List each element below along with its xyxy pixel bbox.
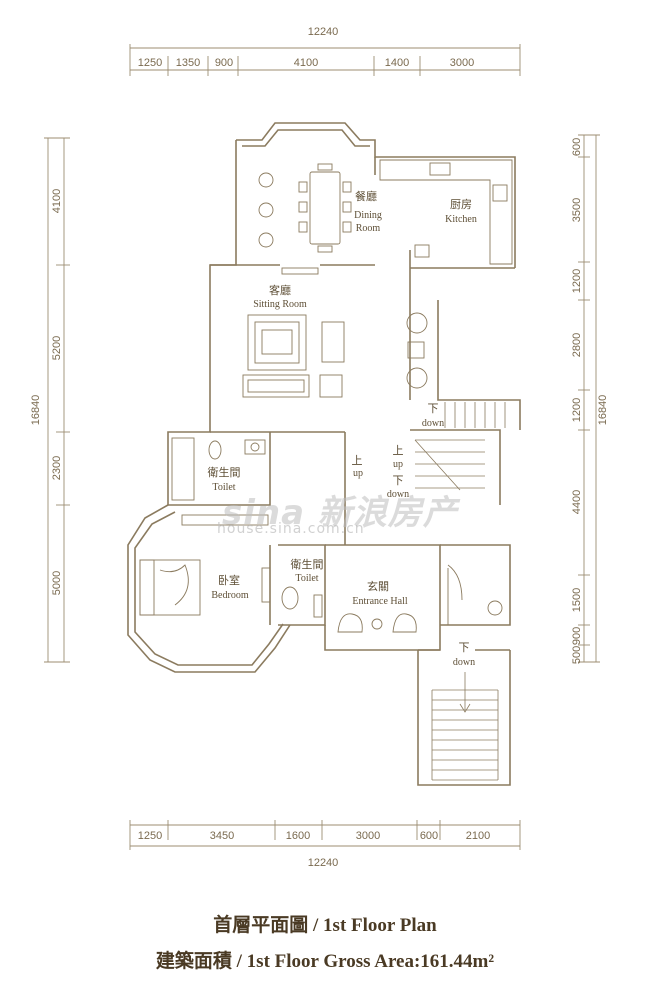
stair-down-label-cn-2: 下	[393, 474, 404, 487]
bottom-total-dim: 12240	[308, 857, 339, 869]
stair-up-label-cn-2: 上	[393, 444, 404, 457]
bottom-seg-4: 3000	[356, 830, 380, 842]
bottom-seg-3: 1600	[286, 830, 310, 842]
toilet2-label-cn: 衛生間	[291, 557, 324, 571]
room-labels: 餐廳 Dining Room 厨房 Kitchen 客廳 Sitting Roo…	[208, 189, 477, 607]
right-dimension: 600 3500 1200 2800 1200 4400 1500 900 50…	[571, 134, 609, 664]
stair-down-label-cn-3: 下	[459, 641, 470, 654]
right-seg-6: 4400	[571, 490, 583, 514]
left-seg-2: 5200	[51, 336, 63, 360]
bottom-dimension: 1250 3450 1600 3000 600 2100 12240	[129, 820, 521, 869]
top-total-dim: 12240	[308, 26, 339, 38]
top-seg-4: 4100	[294, 57, 318, 69]
stair-labels: 下 down 上 up 上 up 下 down 下 down	[352, 402, 476, 668]
plan-title-en: / 1st Floor Plan	[313, 915, 437, 936]
top-seg-5: 1400	[385, 57, 409, 69]
right-seg-2: 3500	[571, 198, 583, 222]
stair-down-label-en-1: down	[422, 418, 444, 429]
sitting-label-en: Sitting Room	[253, 299, 307, 310]
floor-plan: 12240 1250 1350 900 4100 1400 3000 1250 …	[30, 26, 609, 869]
plan-title: 首層平面圖 / 1st Floor Plan	[0, 910, 650, 937]
right-seg-9: 500	[571, 646, 583, 664]
left-dimension: 16840 4100 5200 2300 5000	[30, 137, 70, 663]
bottom-seg-2: 3450	[210, 830, 234, 842]
stairs	[414, 402, 506, 781]
toilet1-label-en: Toilet	[212, 482, 235, 493]
top-seg-2: 1350	[176, 57, 200, 69]
left-seg-4: 5000	[51, 571, 63, 595]
dining-label-en2: Room	[356, 223, 381, 234]
watermark-url: house.sina.com.cn	[217, 521, 365, 537]
gross-area-cn: 建築面積	[155, 951, 232, 972]
right-seg-8: 900	[571, 627, 583, 645]
bedroom-label-en: Bedroom	[211, 590, 248, 601]
right-seg-3: 1200	[571, 269, 583, 293]
stair-up-label-en-2: up	[393, 459, 403, 470]
gross-area-en: / 1st Floor Gross Area:161.44m²	[236, 951, 495, 972]
furniture	[139, 159, 513, 633]
walls	[127, 122, 521, 786]
watermark-brand: sina 新浪房产	[222, 493, 458, 533]
toilet1-label-cn: 衛生間	[208, 465, 241, 479]
bedroom-label-cn: 卧室	[218, 573, 240, 587]
bottom-seg-6: 2100	[466, 830, 490, 842]
kitchen-label-en: Kitchen	[445, 214, 477, 225]
right-total-dim: 16840	[597, 395, 609, 426]
dining-label-cn: 餐廳	[355, 189, 377, 203]
left-total-dim: 16840	[30, 395, 42, 426]
left-seg-1: 4100	[51, 189, 63, 213]
right-seg-1: 600	[571, 138, 583, 156]
stair-up-label-cn-1: 上	[352, 454, 363, 467]
entrance-label-cn: 玄關	[367, 579, 389, 593]
kitchen-label-cn: 厨房	[450, 198, 472, 211]
toilet2-label-en: Toilet	[295, 573, 318, 584]
bottom-seg-5: 600	[420, 830, 438, 842]
left-seg-3: 2300	[51, 456, 63, 480]
top-dimension: 12240 1250 1350 900 4100 1400 3000	[129, 26, 521, 76]
top-seg-3: 900	[215, 57, 233, 69]
gross-area: 建築面積 / 1st Floor Gross Area:161.44m²	[0, 946, 650, 973]
sitting-label-cn: 客廳	[269, 283, 291, 297]
dining-label-en1: Dining	[354, 210, 382, 221]
stair-down-label-en-3: down	[453, 657, 475, 668]
plan-title-cn: 首層平面圖	[213, 915, 309, 936]
top-seg-1: 1250	[138, 57, 162, 69]
bottom-seg-1: 1250	[138, 830, 162, 842]
stair-down-label-en-2: down	[387, 489, 409, 500]
top-seg-6: 3000	[450, 57, 474, 69]
right-seg-5: 1200	[571, 398, 583, 422]
entrance-label-en: Entrance Hall	[352, 596, 407, 607]
stair-down-label-cn-1: 下	[428, 402, 439, 415]
right-seg-7: 1500	[571, 588, 583, 612]
right-seg-4: 2800	[571, 333, 583, 357]
stair-up-label-en-1: up	[353, 468, 363, 479]
